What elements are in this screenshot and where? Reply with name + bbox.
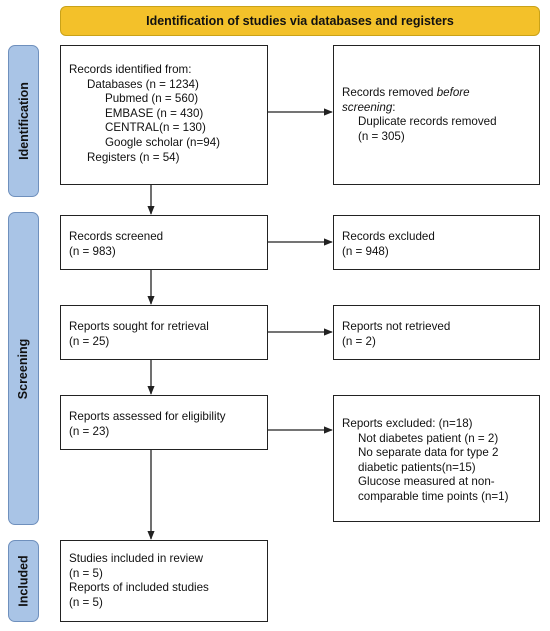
exclusion-reason-not-diabetes: Not diabetes patient (n = 2) bbox=[358, 431, 499, 445]
header-title: Identification of studies via databases … bbox=[146, 14, 454, 28]
registers-count: Registers (n = 54) bbox=[87, 150, 180, 164]
reports-sought-label: Reports sought for retrieval bbox=[69, 320, 209, 333]
diagram-header: Identification of studies via databases … bbox=[60, 6, 540, 36]
reports-not-retrieved-count: (n = 2) bbox=[342, 334, 376, 348]
pubmed-count: Pubmed (n = 560) bbox=[105, 92, 199, 106]
records-identified-box: Records identified from: Databases (n = … bbox=[60, 45, 268, 185]
reports-not-retrieved-box: Reports not retrieved (n = 2) bbox=[333, 305, 540, 360]
exclusion-reason-glucose-timing: Glucose measured at non- bbox=[358, 475, 495, 489]
embase-count: EMBASE (n = 430) bbox=[105, 106, 204, 120]
records-removed-box: Records removed before screening: Duplic… bbox=[333, 45, 540, 185]
google-scholar-count: Google scholar (n=94) bbox=[105, 135, 221, 149]
studies-included-count: (n = 5) bbox=[69, 566, 103, 580]
reports-assessed-label: Reports assessed for eligibility bbox=[69, 410, 226, 423]
phase-identification: Identification bbox=[8, 45, 39, 197]
exclusion-reason-glucose-timing-cont: comparable time points (n=1) bbox=[358, 489, 509, 503]
studies-included-label: Studies included in review bbox=[69, 552, 204, 565]
reports-included-label: Reports of included studies bbox=[69, 581, 209, 595]
reports-not-retrieved-label: Reports not retrieved bbox=[342, 320, 451, 333]
records-removed-line1: Records removed before bbox=[342, 86, 470, 99]
records-identified-heading: Records identified from: bbox=[69, 63, 192, 76]
reports-excluded-heading: Reports excluded: (n=18) bbox=[342, 417, 473, 430]
records-screened-box: Records screened (n = 983) bbox=[60, 215, 268, 270]
exclusion-reason-no-separate-data: No separate data for type 2 bbox=[358, 446, 499, 460]
duplicate-records-removed: Duplicate records removed bbox=[358, 115, 497, 129]
reports-sought-count: (n = 25) bbox=[69, 334, 110, 348]
reports-assessed-count: (n = 23) bbox=[69, 424, 110, 438]
central-count: CENTRAL(n = 130) bbox=[105, 121, 206, 135]
exclusion-reason-no-separate-data-cont: diabetic patients(n=15) bbox=[358, 460, 476, 474]
studies-included-box: Studies included in review (n = 5) Repor… bbox=[60, 540, 268, 622]
records-screened-label: Records screened bbox=[69, 230, 164, 243]
records-excluded-count: (n = 948) bbox=[342, 244, 389, 258]
phase-screening: Screening bbox=[8, 212, 39, 525]
reports-sought-box: Reports sought for retrieval (n = 25) bbox=[60, 305, 268, 360]
phase-included: Included bbox=[8, 540, 39, 622]
reports-included-count: (n = 5) bbox=[69, 595, 103, 609]
records-excluded-label: Records excluded bbox=[342, 230, 435, 243]
reports-excluded-box: Reports excluded: (n=18) Not diabetes pa… bbox=[333, 395, 540, 522]
records-screened-count: (n = 983) bbox=[69, 244, 116, 258]
databases-count: Databases (n = 1234) bbox=[87, 77, 199, 91]
reports-assessed-box: Reports assessed for eligibility (n = 23… bbox=[60, 395, 268, 450]
records-excluded-box: Records excluded (n = 948) bbox=[333, 215, 540, 270]
duplicate-records-count: (n = 305) bbox=[358, 129, 405, 143]
records-removed-line2: screening: bbox=[342, 100, 396, 114]
